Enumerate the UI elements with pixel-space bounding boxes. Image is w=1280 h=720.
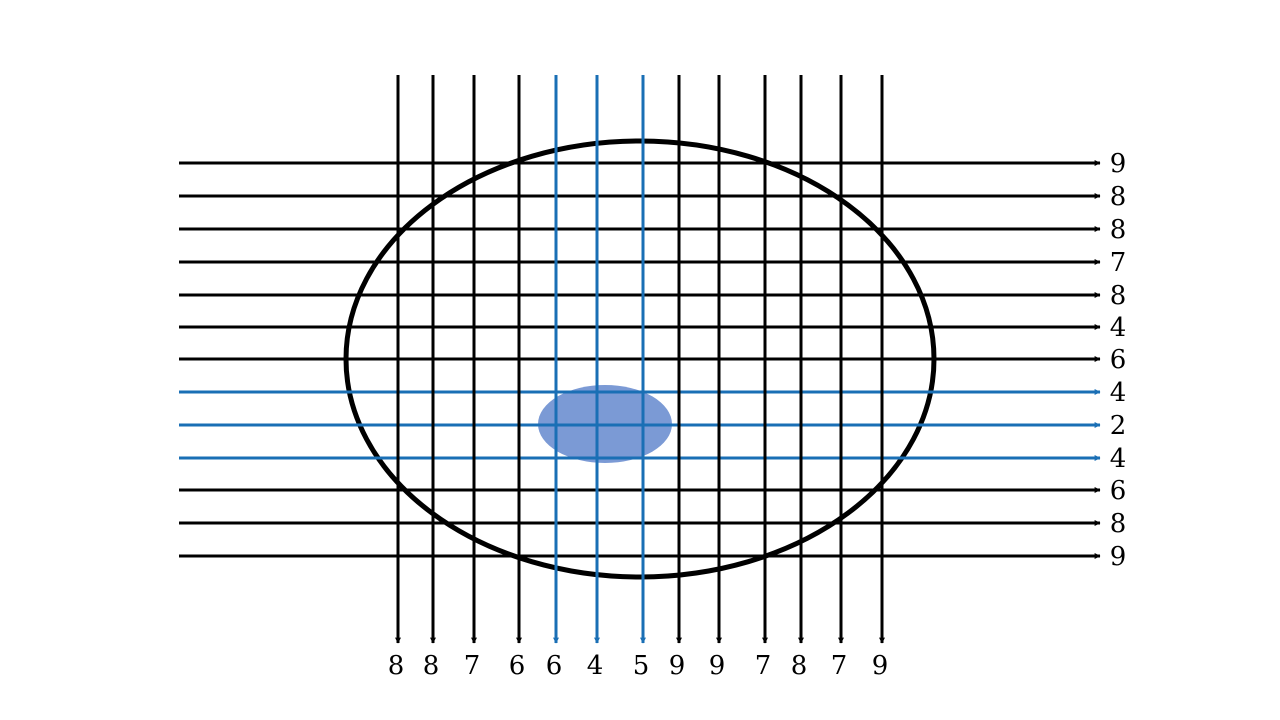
column-value-label-3: 7 bbox=[464, 651, 481, 681]
column-value-label-12: 7 bbox=[831, 651, 848, 681]
column-value-label-11: 8 bbox=[791, 651, 808, 681]
row-value-label-11: 6 bbox=[1110, 476, 1127, 506]
vertical-rays bbox=[395, 75, 885, 644]
row-value-label-8: 4 bbox=[1110, 378, 1127, 408]
column-value-label-7: 5 bbox=[633, 651, 650, 681]
column-value-label-6: 4 bbox=[587, 651, 604, 681]
column-value-label-9: 9 bbox=[709, 651, 726, 681]
column-value-label-1: 8 bbox=[388, 651, 405, 681]
column-value-label-8: 9 bbox=[669, 651, 686, 681]
column-value-label-13: 9 bbox=[872, 651, 889, 681]
row-value-label-9: 2 bbox=[1110, 411, 1127, 441]
row-value-label-3: 8 bbox=[1110, 215, 1127, 245]
horizontal-rays bbox=[179, 160, 1101, 559]
column-value-label-5: 6 bbox=[546, 651, 563, 681]
column-value-label-4: 6 bbox=[509, 651, 526, 681]
row-value-label-12: 8 bbox=[1110, 509, 1127, 539]
row-value-label-10: 4 bbox=[1110, 444, 1127, 474]
row-value-label-7: 6 bbox=[1110, 345, 1127, 375]
row-value-label-1: 9 bbox=[1110, 149, 1127, 179]
column-value-label-2: 8 bbox=[423, 651, 440, 681]
row-value-label-5: 8 bbox=[1110, 281, 1127, 311]
column-value-label-10: 7 bbox=[755, 651, 772, 681]
row-value-label-13: 9 bbox=[1110, 542, 1127, 572]
row-value-label-6: 4 bbox=[1110, 313, 1127, 343]
row-value-label-2: 8 bbox=[1110, 182, 1127, 212]
row-value-label-4: 7 bbox=[1110, 248, 1127, 278]
